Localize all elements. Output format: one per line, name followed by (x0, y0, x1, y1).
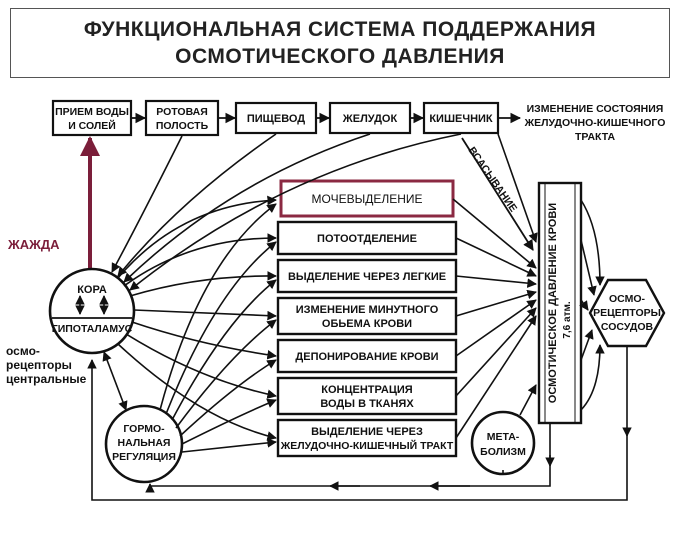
mouth-line-2: ПОЛОСТЬ (156, 120, 209, 132)
thirst-label: ЖАЖДА (8, 237, 60, 252)
effectors: МОЧЕВЫДЕЛЕНИЕ ПОТООТДЕЛЕНИЕ ВЫДЕЛЕНИЕ ЧЕ… (276, 179, 458, 458)
title-line-2: ОСМОТИЧЕСКОГО ДАВЛЕНИЯ (175, 45, 505, 68)
stomach-label: ЖЕЛУДОК (342, 113, 398, 125)
hormonal-line-1: ГОРМО- (123, 423, 165, 435)
minute-volume-line-1: ИЗМЕНЕНИЕ МИНУТНОГО (296, 304, 439, 316)
pressure-column: ОСМОТИЧЕСКОЕ ДАВЛЕНИЕ КРОВИ 7,6 атм. (537, 181, 583, 425)
lungs-label: ВЫДЕЛЕНИЕ ЧЕРЕЗ ЛЕГКИЕ (288, 271, 446, 283)
metabolism-line-1: МЕТА- (487, 431, 520, 443)
intake-line-2: И СОЛЕЙ (68, 119, 116, 132)
hormonal-line-2: НАЛЬНАЯ (118, 437, 171, 449)
central-receptors-line-2: рецепторы (6, 358, 72, 372)
pressure-value: 7,6 атм. (562, 301, 573, 339)
sweating-box (276, 220, 458, 256)
vascular-receptors-hexagon (588, 278, 666, 348)
tissue-box (276, 376, 458, 416)
top-chain: ПРИЕМ ВОДЫ И СОЛЕЙ РОТОВАЯ ПОЛОСТЬ ПИЩЕВ… (51, 99, 666, 251)
depot-box (276, 338, 458, 374)
pressure-column-box (537, 181, 583, 425)
minute-volume-line-2: ОБЬЕМА КРОВИ (322, 318, 412, 330)
depot-label: ДЕПОНИРОВАНИЕ КРОВИ (295, 351, 438, 363)
lungs-box (276, 258, 458, 294)
pressure-label: ОСМОТИЧЕСКОЕ ДАВЛЕНИЕ КРОВИ (547, 203, 559, 404)
title-box: ФУНКЦИОНАЛЬНАЯ СИСТЕМА ПОДДЕРЖАНИЯ ОСМОТ… (10, 8, 670, 78)
intestine-label: КИШЕЧНИК (429, 113, 493, 125)
gi-excretion-line-2: ЖЕЛУДОЧНО-КИШЕЧНЫЙ ТРАКТ (280, 439, 454, 452)
central-receptors-line-3: центральные (6, 372, 87, 386)
metabolism-circle (470, 410, 536, 476)
control-arrows (102, 133, 462, 453)
mouth-line-1: РОТОВАЯ (156, 106, 208, 118)
cortex-label: КОРА (77, 284, 107, 296)
minute-volume-box (276, 296, 458, 336)
urination-label: МОЧЕВЫДЕЛЕНИЕ (312, 192, 423, 206)
vascular-receptors-line-2: РЕЦЕПТОРЫ (593, 307, 661, 319)
receptor-arrows (579, 199, 605, 411)
mouth-box (144, 99, 220, 137)
vascular-receptors-line-3: СОСУДОВ (601, 321, 654, 333)
gi-excretion-box (276, 418, 458, 458)
feedback-loops (87, 346, 632, 501)
central-receptors-line-1: осмо- (6, 344, 40, 358)
effector-arrows (452, 133, 538, 474)
esophagus-label: ПИЩЕВОД (247, 113, 305, 125)
cortex-hypothalamus-circle (48, 267, 136, 355)
central-receptors-label: осмо- рецепторы центральные (6, 344, 86, 386)
gi-change-line-2: ЖЕЛУДОЧНО-КИШЕЧНОГО (524, 117, 666, 129)
hormonal-line-3: РЕГУЛЯЦИЯ (112, 451, 176, 463)
stomach-box (328, 101, 412, 135)
gi-excretion-line-1: ВЫДЕЛЕНИЕ ЧЕРЕЗ (311, 426, 423, 438)
title-line-1: ФУНКЦИОНАЛЬНАЯ СИСТЕМА ПОДДЕРЖАНИЯ (83, 18, 597, 41)
hypothalamus-label: ГИПОТАЛАМУС (52, 323, 133, 335)
vascular-receptors: ОСМО- РЕЦЕПТОРЫ СОСУДОВ (588, 278, 666, 348)
intake-line-1: ПРИЕМ ВОДЫ (55, 106, 129, 118)
gi-change-line-3: ТРАКТА (575, 131, 615, 143)
tissue-line-2: ВОДЫ В ТКАНЯХ (320, 398, 414, 410)
urination-box (279, 179, 455, 218)
vascular-receptors-line-1: ОСМО- (609, 293, 646, 305)
tissue-line-1: КОНЦЕНТРАЦИЯ (321, 384, 413, 396)
gi-change-line-1: ИЗМЕНЕНИЕ СОСТОЯНИЯ (527, 103, 664, 115)
metabolism-line-2: БОЛИЗМ (480, 446, 526, 458)
sweating-label: ПОТООТДЕЛЕНИЕ (317, 233, 417, 245)
centers: КОРА ГИПОТАЛАМУС ГОРМО- НАЛЬНАЯ РЕГУЛЯЦИ… (48, 267, 536, 484)
